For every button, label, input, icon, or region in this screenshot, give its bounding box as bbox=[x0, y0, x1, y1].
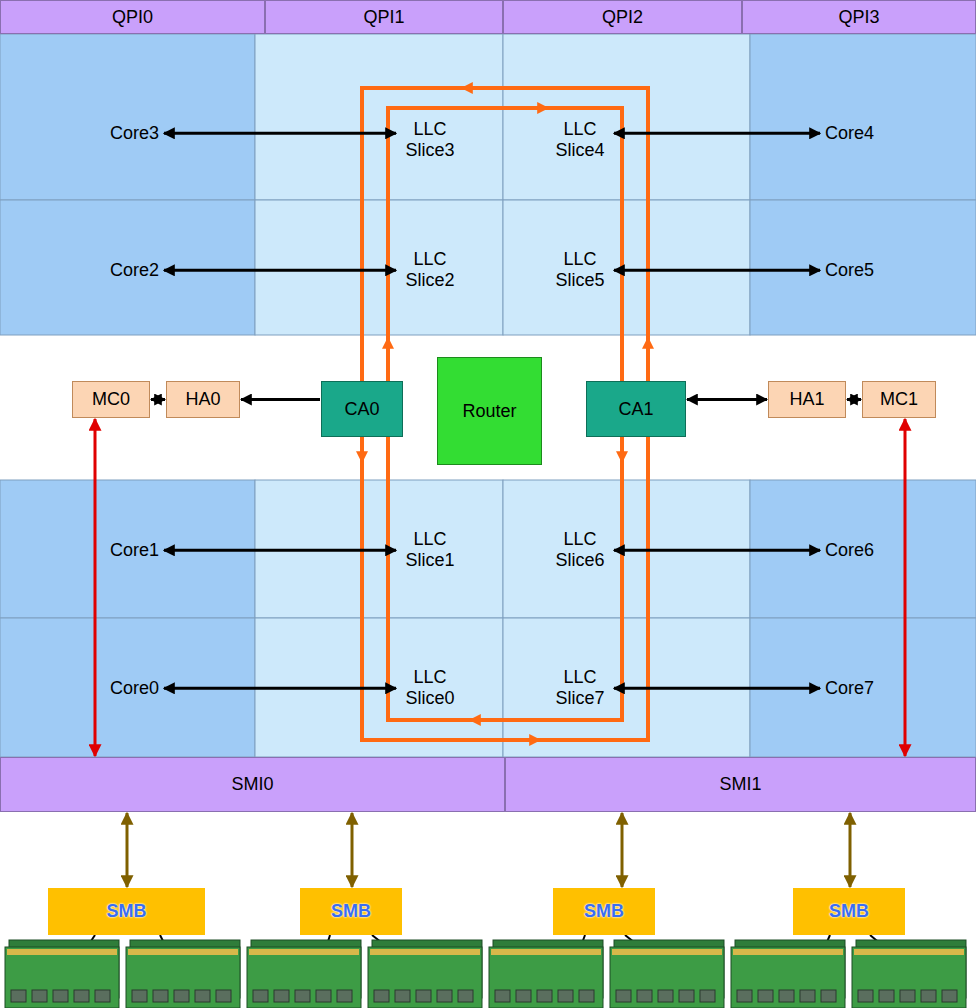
node-label: QPI0 bbox=[112, 7, 153, 28]
node-label: SMI1 bbox=[719, 774, 761, 795]
node-label: LLC Slice0 bbox=[401, 667, 459, 708]
smi-band: SMI1 bbox=[505, 757, 976, 812]
core-label: Core0 bbox=[106, 676, 163, 701]
node-label: Core4 bbox=[825, 123, 874, 144]
llc-slice: LLC Slice7 bbox=[547, 665, 613, 710]
llc-slice: LLC Slice2 bbox=[397, 247, 463, 292]
connector bbox=[847, 398, 861, 401]
node-label: MC1 bbox=[880, 389, 918, 410]
router-box: Router bbox=[437, 357, 542, 465]
node-label: Core1 bbox=[110, 540, 159, 561]
core-label: Core4 bbox=[821, 121, 878, 146]
dimm-modules bbox=[5, 940, 966, 1008]
connector bbox=[687, 398, 767, 401]
node-label: LLC Slice3 bbox=[401, 119, 459, 160]
node-label: Core5 bbox=[825, 260, 874, 281]
llc-slice: LLC Slice4 bbox=[547, 117, 613, 162]
node-label: CA1 bbox=[618, 399, 653, 420]
connector bbox=[164, 269, 396, 272]
node-label: LLC Slice2 bbox=[401, 249, 459, 290]
node-label: LLC Slice7 bbox=[551, 667, 609, 708]
connector bbox=[151, 398, 165, 401]
core-label: Core7 bbox=[821, 676, 878, 701]
node-label: Core7 bbox=[825, 678, 874, 699]
connector bbox=[164, 549, 396, 552]
node-label: Core0 bbox=[110, 678, 159, 699]
core-label: Core2 bbox=[106, 258, 163, 283]
connector bbox=[241, 398, 320, 401]
connector bbox=[621, 813, 624, 887]
node-label: SMB bbox=[331, 901, 371, 922]
core-label: Core5 bbox=[821, 258, 878, 283]
qpi-band: QPI2 bbox=[503, 0, 742, 34]
node-label: Router bbox=[462, 401, 516, 422]
qpi-band: QPI1 bbox=[265, 0, 503, 34]
llc-slice: LLC Slice0 bbox=[397, 665, 463, 710]
node-label: MC0 bbox=[92, 389, 130, 410]
connector bbox=[126, 813, 129, 887]
node-label: SMB bbox=[829, 901, 869, 922]
connector bbox=[94, 419, 97, 756]
node-label: QPI1 bbox=[363, 7, 404, 28]
node-label: LLC Slice4 bbox=[551, 119, 609, 160]
node-label: Core6 bbox=[825, 540, 874, 561]
node-label: Core2 bbox=[110, 260, 159, 281]
node-label: HA0 bbox=[185, 389, 220, 410]
core-label: Core6 bbox=[821, 538, 878, 563]
llc-slice: LLC Slice5 bbox=[547, 247, 613, 292]
connector bbox=[614, 549, 820, 552]
smb-buffer: SMB bbox=[48, 888, 205, 935]
smb-buffer: SMB bbox=[553, 888, 655, 935]
qpi-band: QPI0 bbox=[0, 0, 265, 34]
node-label: QPI3 bbox=[838, 7, 879, 28]
connector bbox=[849, 813, 852, 887]
node-label: SMB bbox=[107, 901, 147, 922]
agent-box: MC0 bbox=[72, 381, 150, 418]
smb-buffer: SMB bbox=[300, 888, 402, 935]
qpi-band: QPI3 bbox=[742, 0, 976, 34]
node-label: LLC Slice5 bbox=[551, 249, 609, 290]
llc-slice: LLC Slice6 bbox=[547, 527, 613, 572]
connector bbox=[164, 687, 396, 690]
connector bbox=[614, 687, 820, 690]
cache-agent: CA1 bbox=[586, 381, 686, 437]
agent-box: HA1 bbox=[768, 381, 846, 418]
core-label: Core3 bbox=[106, 121, 163, 146]
llc-slice: LLC Slice1 bbox=[397, 527, 463, 572]
agent-box: HA0 bbox=[166, 381, 240, 418]
node-label: HA1 bbox=[789, 389, 824, 410]
cache-agent: CA0 bbox=[321, 381, 403, 437]
node-label: Core3 bbox=[110, 123, 159, 144]
node-label: LLC Slice1 bbox=[401, 529, 459, 570]
agent-box: MC1 bbox=[862, 381, 936, 418]
connector bbox=[164, 132, 396, 135]
connector bbox=[614, 132, 820, 135]
connector bbox=[904, 419, 907, 756]
smb-buffer: SMB bbox=[793, 888, 905, 935]
llc-slice: LLC Slice3 bbox=[397, 117, 463, 162]
connector bbox=[351, 813, 354, 887]
node-label: QPI2 bbox=[602, 7, 643, 28]
node-label: SMB bbox=[584, 901, 624, 922]
node-label: SMI0 bbox=[231, 774, 273, 795]
core-label: Core1 bbox=[106, 538, 163, 563]
node-label: CA0 bbox=[344, 399, 379, 420]
smi-band: SMI0 bbox=[0, 757, 505, 812]
node-label: LLC Slice6 bbox=[551, 529, 609, 570]
connector bbox=[614, 269, 820, 272]
